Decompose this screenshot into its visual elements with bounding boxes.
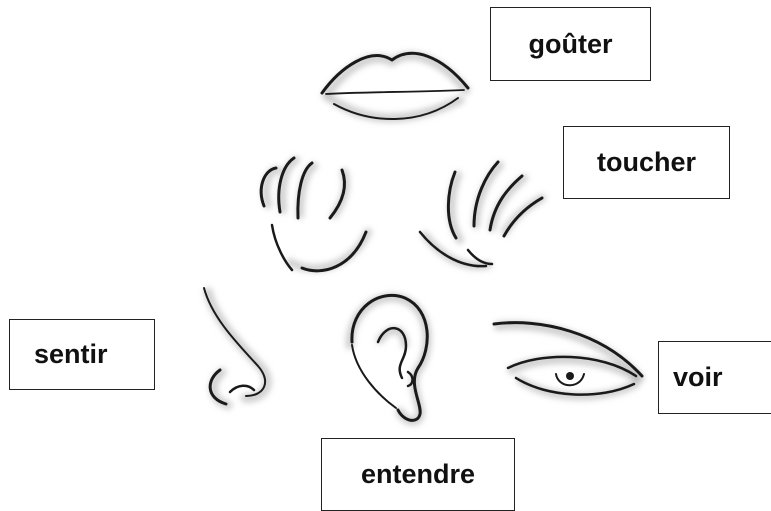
eye-icon — [494, 323, 642, 397]
label-entendre: entendre — [321, 438, 515, 511]
label-gouter: goûter — [490, 7, 651, 81]
label-voir: voir — [658, 341, 771, 414]
label-toucher: toucher — [563, 126, 730, 199]
nose-icon — [204, 288, 267, 405]
ear-icon — [350, 295, 427, 421]
label-sentir: sentir — [9, 319, 155, 390]
hand-icon — [420, 162, 542, 266]
hand-icon — [261, 158, 368, 271]
lips-icon — [322, 53, 468, 119]
